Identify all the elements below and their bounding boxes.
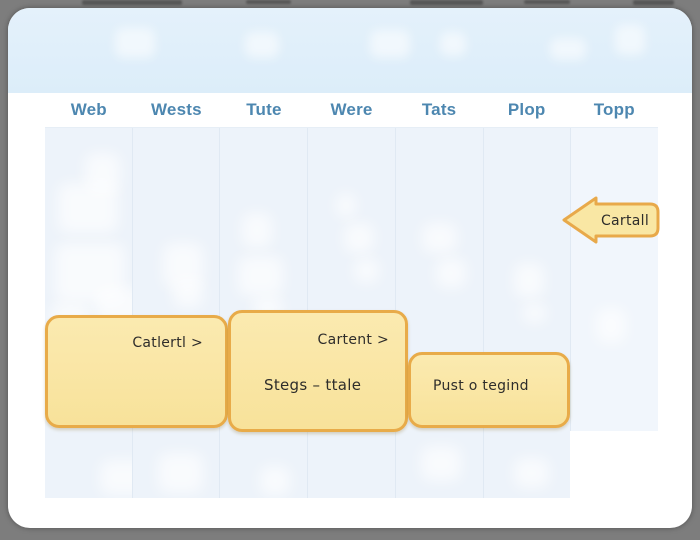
ghost-shape <box>115 28 155 58</box>
ghost-shape <box>157 453 203 493</box>
tab-topp[interactable]: Topp <box>593 100 635 119</box>
ghost-shape <box>513 263 544 298</box>
grid-column <box>394 128 483 498</box>
grid-column <box>45 128 150 498</box>
top-edge-smudge <box>82 0 182 5</box>
header-band <box>8 8 692 93</box>
tab-wests[interactable]: Wests <box>150 100 202 119</box>
ghost-shape <box>172 278 203 308</box>
app-window: Web Wests Tute Were Tats Plop Topp <box>8 8 692 528</box>
ghost-shape <box>521 303 547 323</box>
callout-card-right[interactable]: Pust o tegind <box>408 352 570 428</box>
tab-tats[interactable]: Tats <box>421 100 457 119</box>
ghost-shape <box>238 256 284 296</box>
ghost-shape <box>615 25 645 55</box>
grid-column <box>570 128 659 431</box>
tab-plop[interactable]: Plop <box>507 100 546 119</box>
grid-column <box>482 128 571 498</box>
callout-card-right-label: Pust o tegind <box>433 378 529 394</box>
arrow-left-icon <box>562 196 660 244</box>
ghost-shape <box>344 223 375 253</box>
ghost-shape <box>370 30 410 58</box>
grid-column <box>219 128 308 498</box>
top-edge-smudge <box>633 0 674 5</box>
callout-card-center[interactable]: Cartent > Stegs – ttale <box>228 310 408 432</box>
ghost-shape <box>421 223 457 253</box>
grid-column <box>131 128 220 498</box>
top-edge-smudge <box>524 0 570 4</box>
callout-card-left[interactable]: Catlertl > <box>45 315 228 428</box>
ghost-shape <box>245 32 279 58</box>
tab-were[interactable]: Were <box>330 100 373 119</box>
ghost-shape <box>336 193 357 218</box>
callout-card-center-link[interactable]: Cartent > <box>317 332 389 348</box>
ghost-shape <box>260 466 291 496</box>
arrow-callout[interactable]: Cartall <box>558 194 662 246</box>
ghost-shape <box>550 38 586 60</box>
top-edge-smudge <box>410 0 483 5</box>
ghost-shape <box>242 213 273 248</box>
tab-tute[interactable]: Tute <box>246 100 282 119</box>
ghost-shape <box>596 308 627 343</box>
ghost-shape <box>513 458 549 488</box>
tab-web[interactable]: Web <box>70 100 107 119</box>
callout-card-center-title: Stegs – ttale <box>264 376 362 394</box>
arrow-callout-label: Cartall <box>601 213 649 229</box>
ghost-shape <box>85 153 120 193</box>
nav-bar: Web Wests Tute Were Tats Plop Topp <box>45 93 658 127</box>
ghost-shape <box>440 32 466 56</box>
ghost-shape <box>420 446 461 481</box>
top-edge-smudge <box>246 0 291 4</box>
ghost-shape <box>435 258 466 288</box>
ghost-shape <box>354 258 380 283</box>
callout-card-left-link[interactable]: Catlertl > <box>132 335 203 351</box>
